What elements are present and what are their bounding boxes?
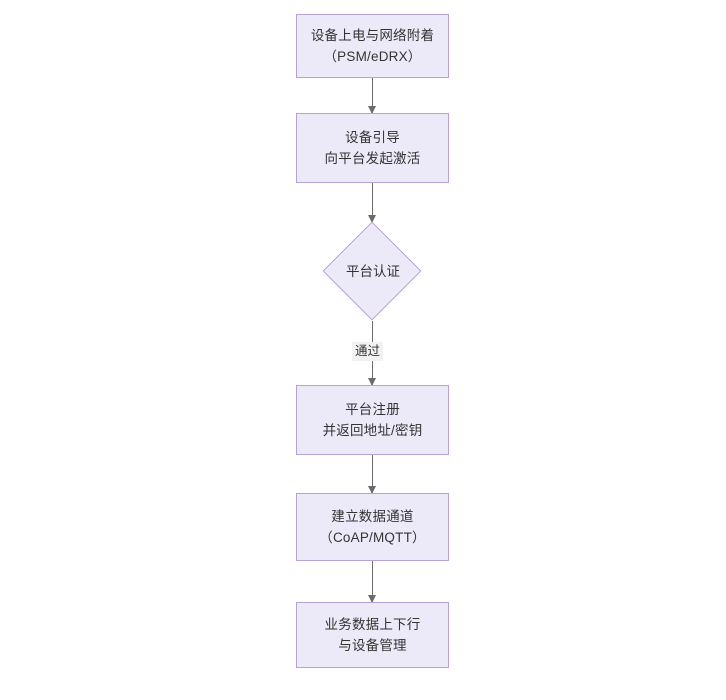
flow-node-power-on-line-1: 设备上电与网络附着 bbox=[310, 28, 435, 43]
flow-node-register-line-2: 并返回地址/密钥 bbox=[322, 423, 423, 438]
connector-register-to-channel bbox=[368, 455, 376, 494]
flow-node-data-mgmt-line-1: 业务数据上下行 bbox=[324, 617, 421, 632]
flow-node-data-mgmt-line-2: 与设备管理 bbox=[338, 638, 407, 653]
flow-node-auth[interactable]: 平台认证 bbox=[322, 221, 423, 321]
flow-node-bootstrap[interactable]: 设备引导 向平台发起激活 bbox=[296, 113, 449, 183]
flow-node-bootstrap-line-2: 向平台发起激活 bbox=[324, 151, 421, 166]
flow-node-channel[interactable]: 建立数据通道 （CoAP/MQTT） bbox=[296, 493, 449, 561]
flow-node-channel-line-2: （CoAP/MQTT） bbox=[319, 530, 426, 545]
connector-channel-to-data-mgmt bbox=[368, 561, 376, 603]
flow-node-power-on[interactable]: 设备上电与网络附着 （PSM/eDRX） bbox=[296, 14, 449, 78]
flow-node-register-line-1: 平台注册 bbox=[345, 402, 400, 417]
flow-node-auth-label: 平台认证 bbox=[346, 263, 400, 279]
flow-node-channel-line-1: 建立数据通道 bbox=[331, 509, 414, 524]
flow-node-register[interactable]: 平台注册 并返回地址/密钥 bbox=[296, 385, 449, 455]
flow-node-data-mgmt[interactable]: 业务数据上下行 与设备管理 bbox=[296, 602, 449, 668]
connector-bootstrap-to-auth bbox=[368, 183, 376, 223]
flow-node-power-on-line-2: （PSM/eDRX） bbox=[323, 49, 422, 64]
connector-power-on-to-bootstrap bbox=[368, 78, 376, 114]
edge-label-pass: 通过 bbox=[352, 342, 384, 361]
flow-node-bootstrap-line-1: 设备引导 bbox=[345, 130, 400, 145]
